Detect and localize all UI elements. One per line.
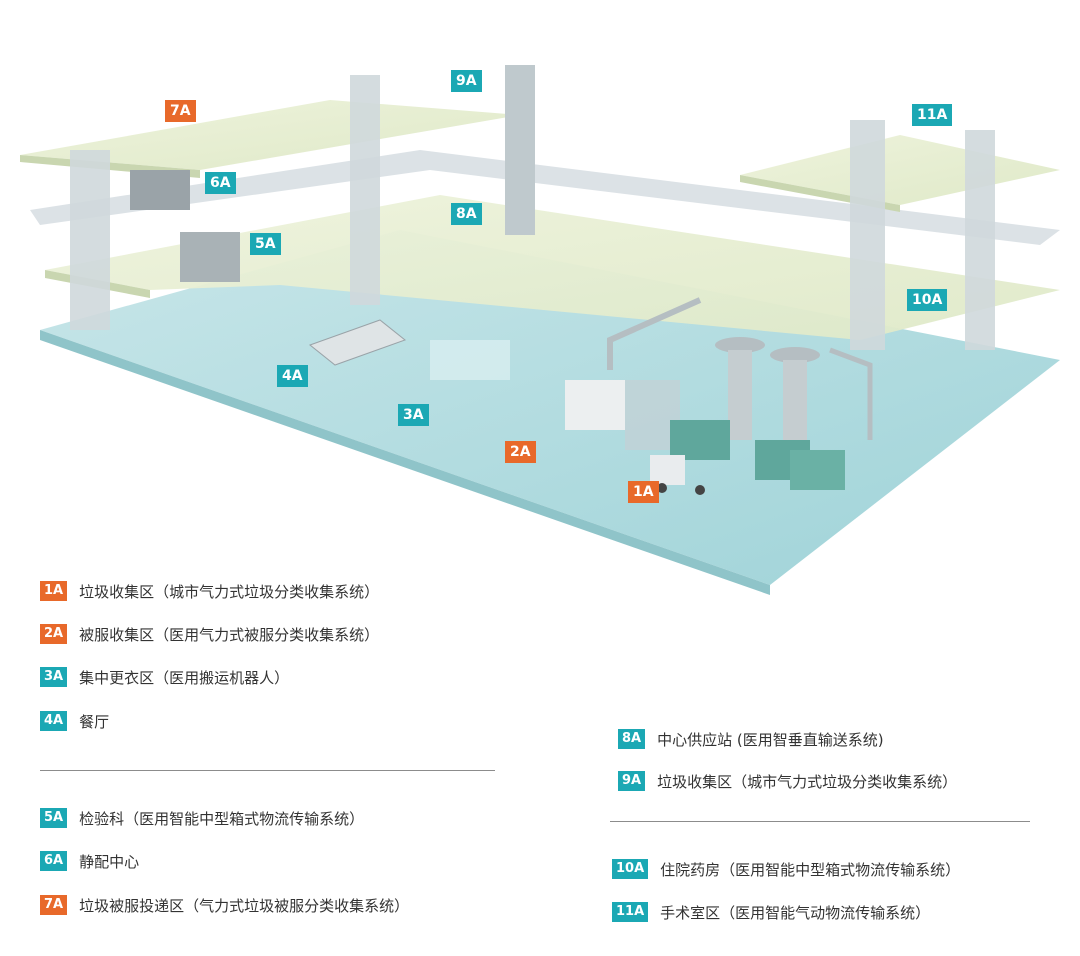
building-illustration [20, 65, 1060, 595]
legend-badge: 5A [40, 808, 68, 828]
legend-text: 集中更衣区（医用搬运机器人） [79, 668, 290, 687]
legend-text: 中心供应站 (医用智垂直输送系统) [657, 730, 884, 749]
legend-2a: 2A 被服收集区（医用气力式被服分类收集系统） [40, 623, 379, 645]
legend-text: 垃圾收集区（城市气力式垃圾分类收集系统） [657, 772, 958, 791]
tag-4a: 4A [277, 365, 308, 387]
legend-1a: 1A 垃圾收集区（城市气力式垃圾分类收集系统） [40, 580, 379, 602]
tag-10a: 10A [907, 289, 948, 311]
legend-badge: 8A [618, 729, 646, 749]
legend-text: 静配中心 [79, 852, 140, 871]
legend-badge: 3A [40, 667, 68, 687]
tag-9a: 9A [451, 70, 482, 92]
legend-9a: 9A 垃圾收集区（城市气力式垃圾分类收集系统） [618, 770, 957, 792]
legend-text: 餐厅 [79, 712, 110, 731]
floor-slab-6a [30, 150, 1060, 245]
legend-text: 垃圾被服投递区（气力式垃圾被服分类收集系统） [79, 896, 410, 915]
legend-6a: 6A 静配中心 [40, 850, 139, 872]
legend-text: 住院药房（医用智能中型箱式物流传输系统） [660, 860, 961, 879]
legend-badge: 6A [40, 851, 68, 871]
legend-10a: 10A 住院药房（医用智能中型箱式物流传输系统） [612, 858, 960, 880]
tag-3a: 3A [398, 404, 429, 426]
tag-6a: 6A [205, 172, 236, 194]
legend-11a: 11A 手术室区（医用智能气动物流传输系统） [612, 901, 930, 923]
legend-badge: 1A [40, 581, 68, 601]
legend-text: 检验科（医用智能中型箱式物流传输系统） [79, 809, 365, 828]
legend-badge: 10A [612, 859, 649, 879]
legend-text: 垃圾收集区（城市气力式垃圾分类收集系统） [79, 582, 380, 601]
legend-text: 被服收集区（医用气力式被服分类收集系统） [79, 625, 380, 644]
legend-4a: 4A 餐厅 [40, 710, 109, 732]
legend-3a: 3A 集中更衣区（医用搬运机器人） [40, 666, 289, 688]
tag-1a: 1A [628, 481, 659, 503]
legend-8a: 8A 中心供应站 (医用智垂直输送系统) [618, 728, 884, 750]
floor-slab-11a [740, 135, 1060, 205]
legend-badge: 4A [40, 711, 68, 731]
tag-5a: 5A [250, 233, 281, 255]
tag-7a: 7A [165, 100, 196, 122]
floor-slab-7a [20, 100, 520, 170]
tag-8a: 8A [451, 203, 482, 225]
legend-badge: 7A [40, 895, 68, 915]
legend-7a: 7A 垃圾被服投递区（气力式垃圾被服分类收集系统） [40, 894, 409, 916]
legend-badge: 9A [618, 771, 646, 791]
legend-text: 手术室区（医用智能气动物流传输系统） [660, 903, 931, 922]
legend-badge: 11A [612, 902, 649, 922]
legend-badge: 2A [40, 624, 68, 644]
tag-11a: 11A [912, 104, 953, 126]
divider-right [610, 821, 1030, 822]
tag-2a: 2A [505, 441, 536, 463]
floor-slab-5a [45, 195, 1060, 340]
divider-left [40, 770, 495, 771]
legend-5a: 5A 检验科（医用智能中型箱式物流传输系统） [40, 807, 364, 829]
